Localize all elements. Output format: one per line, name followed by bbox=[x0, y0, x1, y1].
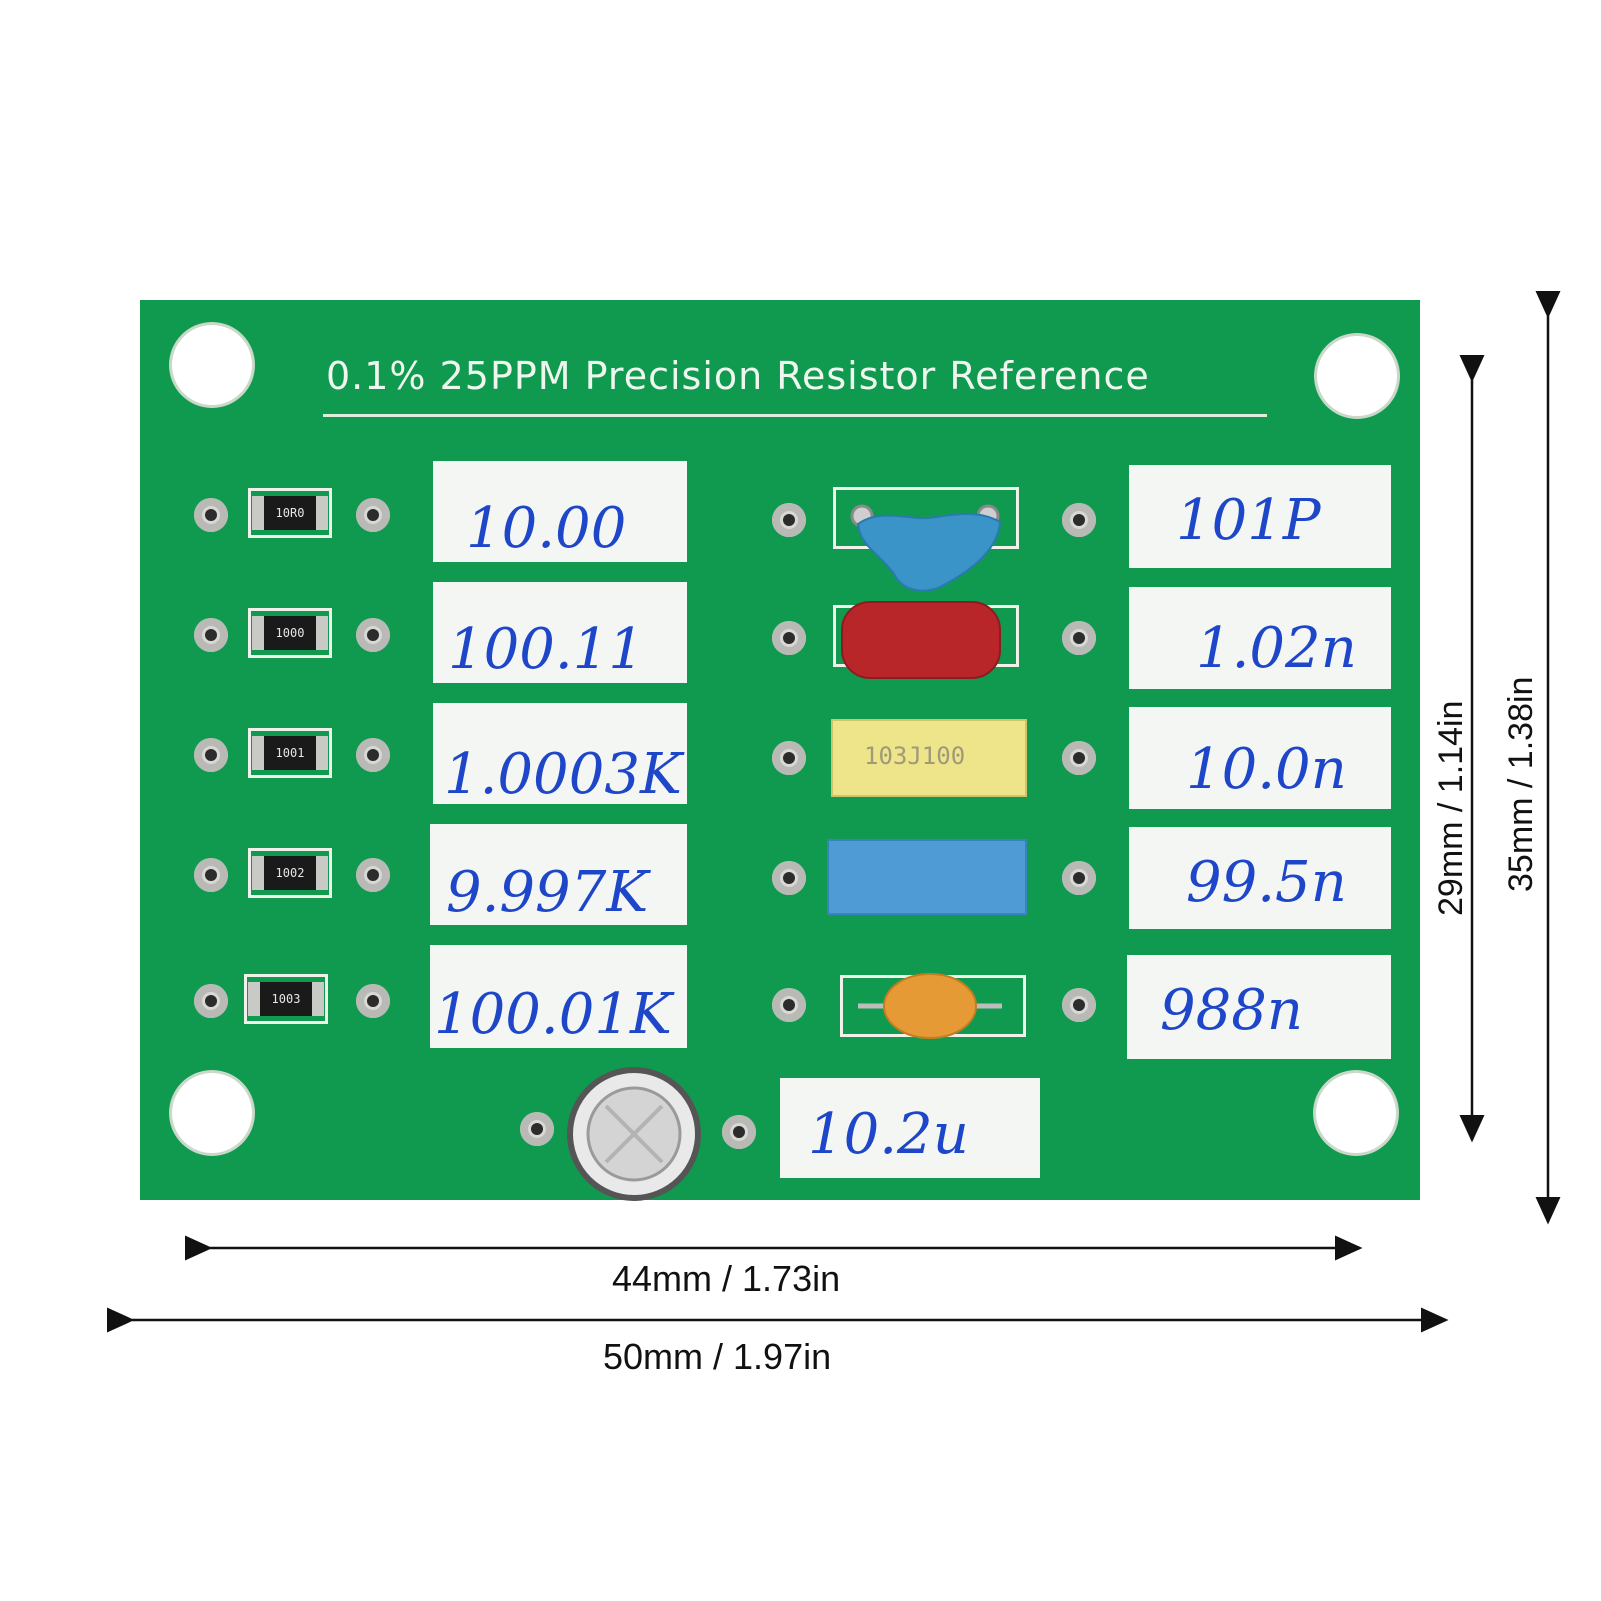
capacitor-value-label: 1.02n bbox=[1196, 616, 1357, 681]
capacitor-pad-left bbox=[772, 621, 806, 655]
capacitor-value-label: 101P bbox=[1176, 488, 1321, 553]
resistor-pad-left bbox=[194, 858, 228, 892]
capacitor-marking: 103J100 bbox=[864, 742, 966, 770]
resistor-value-label: 100.01K bbox=[434, 982, 672, 1047]
resistor-label-box bbox=[433, 703, 687, 804]
electrolytic-label-box bbox=[780, 1078, 1040, 1178]
resistor-label-box bbox=[430, 824, 687, 925]
resistor-value-label: 10.00 bbox=[466, 496, 627, 561]
capacitor-pad-right bbox=[1062, 861, 1096, 895]
resistor-pad-right bbox=[356, 858, 390, 892]
resistor-footprint bbox=[248, 728, 332, 778]
capacitor-value-label: 10.0n bbox=[1186, 737, 1347, 802]
capacitor-label-box bbox=[1129, 707, 1391, 809]
resistor-pad-left bbox=[194, 498, 228, 532]
resistor-value-label: 1.0003K bbox=[444, 742, 682, 807]
title-underline bbox=[323, 414, 1267, 417]
yellow-box-capacitor bbox=[831, 719, 1027, 797]
resistor-value-label: 100.11 bbox=[448, 617, 644, 682]
mounting-hole-bottom-left bbox=[172, 1073, 252, 1153]
outer-height-label: 35mm / 1.38in bbox=[1502, 676, 1540, 892]
capacitor-pad-left bbox=[772, 741, 806, 775]
electrolytic-pad-left bbox=[520, 1112, 554, 1146]
mounting-hole-top-left bbox=[172, 325, 252, 405]
capacitor-value-label: 99.5n bbox=[1186, 850, 1347, 915]
capacitor-pad-left bbox=[772, 988, 806, 1022]
resistor-footprint bbox=[248, 488, 332, 538]
capacitor-label-box bbox=[1127, 955, 1391, 1059]
board-title: 0.1% 25PPM Precision Resistor Reference bbox=[326, 354, 1150, 398]
resistor-value-label: 9.997K bbox=[446, 860, 649, 925]
electrolytic-capacitor bbox=[567, 1067, 701, 1201]
capacitor-pad-left bbox=[772, 861, 806, 895]
smd-resistor-1002: 1002 bbox=[252, 856, 328, 890]
electrolytic-value-label: 10.2u bbox=[808, 1102, 969, 1167]
resistor-pad-right bbox=[356, 618, 390, 652]
capacitor-label-box bbox=[1129, 465, 1391, 568]
resistor-pad-right bbox=[356, 984, 390, 1018]
resistor-pad-right bbox=[356, 738, 390, 772]
blue-box-capacitor bbox=[827, 839, 1027, 915]
inner-height-label: 29mm / 1.14in bbox=[1432, 700, 1470, 916]
capacitor-pad-left bbox=[772, 503, 806, 537]
capacitor-value-label: 988n bbox=[1160, 978, 1303, 1043]
resistor-footprint bbox=[248, 848, 332, 898]
resistor-footprint bbox=[248, 608, 332, 658]
resistor-label-box bbox=[433, 582, 687, 683]
orange-ceramic-capacitor bbox=[858, 973, 1002, 1039]
smd-resistor-10r0: 10R0 bbox=[252, 496, 328, 530]
resistor-footprint bbox=[244, 974, 328, 1024]
mounting-hole-bottom-right bbox=[1316, 1073, 1396, 1153]
resistor-pad-right bbox=[356, 498, 390, 532]
electrolytic-pad-right bbox=[722, 1115, 756, 1149]
capacitor-label-box bbox=[1129, 587, 1391, 689]
blue-ceramic-capacitor bbox=[850, 504, 1002, 592]
capacitor-pad-right bbox=[1062, 741, 1096, 775]
smd-resistor-1000: 1000 bbox=[252, 616, 328, 650]
capacitor-label-box bbox=[1129, 827, 1391, 929]
resistor-pad-left bbox=[194, 618, 228, 652]
smd-resistor-1003: 1003 bbox=[248, 982, 324, 1016]
resistor-label-box bbox=[430, 945, 687, 1048]
capacitor-pad-right bbox=[1062, 503, 1096, 537]
capacitor-pad-right bbox=[1062, 621, 1096, 655]
smd-resistor-1001: 1001 bbox=[252, 736, 328, 770]
resistor-pad-left bbox=[194, 984, 228, 1018]
red-film-capacitor bbox=[841, 601, 1001, 679]
resistor-pad-left bbox=[194, 738, 228, 772]
capacitor-pad-right bbox=[1062, 988, 1096, 1022]
resistor-label-box bbox=[433, 461, 687, 562]
mounting-hole-top-right bbox=[1317, 336, 1397, 416]
inner-width-label: 44mm / 1.73in bbox=[612, 1258, 841, 1299]
outer-width-label: 50mm / 1.97in bbox=[603, 1336, 832, 1377]
